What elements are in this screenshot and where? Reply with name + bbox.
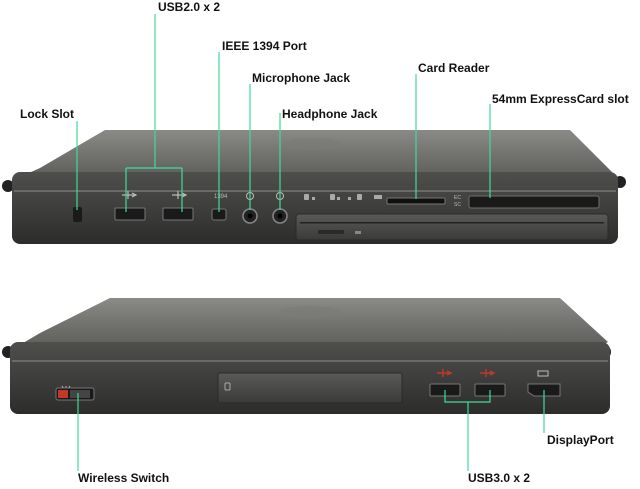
expresscard-slot[interactable] [468, 195, 600, 209]
usb-icon [480, 369, 496, 377]
wireless-switch-knob [70, 390, 90, 398]
optical-drive-bay[interactable] [295, 213, 609, 241]
lid-surface [22, 130, 612, 176]
lock-slot-label: Lock Slot [20, 107, 75, 121]
usb2-port-2[interactable] [162, 207, 194, 221]
logo-emboss [282, 138, 342, 150]
usb2-port-1[interactable] [114, 207, 146, 221]
firewire-icon: 1394 [214, 194, 228, 200]
usb3-label: USB3.0 x 2 [468, 471, 531, 485]
usb2-callout-bracket [125, 167, 183, 212]
jack-hole [277, 213, 283, 219]
usb-icon [122, 191, 138, 199]
microphone-jack-label: Microphone Jack [252, 71, 351, 85]
usb2-label: USB2.0 x 2 [158, 0, 221, 14]
card-reader-label: Card Reader [418, 61, 490, 75]
jack-hole [247, 213, 253, 219]
optical-drive-eject[interactable] [318, 230, 344, 234]
drive-slot-line [300, 222, 604, 224]
displayport-icon [537, 370, 549, 377]
wireless-switch-knob [58, 390, 68, 398]
usb3-callout-bracket [444, 390, 491, 403]
card-type-icon: EC [454, 195, 461, 201]
usb-icon [437, 369, 453, 377]
lock-slot[interactable] [73, 207, 82, 222]
displayport-label: DisplayPort [547, 433, 614, 447]
headphone-jack-label: Headphone Jack [282, 107, 378, 121]
wireless-switch-label: Wireless Switch [78, 471, 170, 485]
usb-icon [172, 191, 188, 199]
ieee1394-label: IEEE 1394 Port [222, 39, 307, 53]
callout-lines [76, 14, 545, 471]
lid-surface [18, 298, 608, 346]
laptop-right-side [2, 298, 611, 414]
drive-icon [224, 382, 231, 391]
logo-emboss [280, 306, 340, 318]
side-panel-trim [14, 190, 616, 192]
card-type-icon: SC [454, 202, 461, 208]
status-indicator-icons [304, 194, 382, 200]
hard-drive-bay[interactable] [217, 372, 403, 404]
side-panel-trim [12, 360, 608, 362]
expresscard-label: 54mm ExpressCard slot [492, 92, 629, 106]
laptop-left-side: 1394 EC SC [2, 130, 626, 244]
rubber-foot [2, 180, 14, 192]
drive-led [355, 231, 361, 234]
